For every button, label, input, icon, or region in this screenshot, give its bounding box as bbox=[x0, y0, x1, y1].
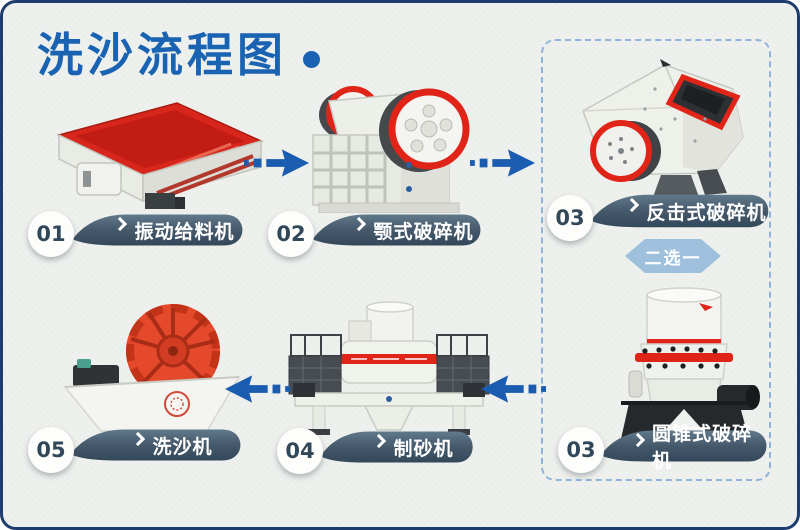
step-number-01: 01 bbox=[28, 211, 74, 257]
chevron-right-icon bbox=[630, 432, 646, 448]
chevron-right-icon bbox=[131, 431, 146, 447]
step-number-03-cone: 03 bbox=[558, 427, 604, 473]
step-number-04: 04 bbox=[277, 428, 323, 474]
step-label-vibrating-feeder: 振动给料机 bbox=[71, 210, 245, 250]
step-label-text: 制砂机 bbox=[393, 437, 454, 460]
step-label-text: 反击式破碎机 bbox=[646, 201, 767, 224]
choice-badge: 二选一 bbox=[625, 239, 721, 273]
step-label-impact-crusher: 反击式破碎机 bbox=[589, 190, 771, 232]
chevron-right-icon bbox=[352, 216, 367, 232]
step-number-03-impact: 03 bbox=[547, 195, 593, 241]
step-label-text: 洗沙机 bbox=[152, 435, 213, 458]
vibrating-feeder-illustration bbox=[25, 93, 265, 213]
step-label-text: 圆锥式破碎机 bbox=[652, 423, 753, 472]
step-number-02: 02 bbox=[268, 211, 314, 257]
chevron-right-icon bbox=[625, 197, 640, 213]
step-label-text: 振动给料机 bbox=[134, 220, 235, 243]
page-title: 洗沙流程图 bbox=[37, 19, 320, 85]
arrow-left-icon bbox=[479, 369, 547, 409]
chevron-right-icon bbox=[372, 433, 387, 449]
step-number-05: 05 bbox=[28, 427, 74, 473]
arrow-right-icon bbox=[469, 143, 537, 183]
step-label-sand-maker: 制砂机 bbox=[319, 427, 475, 467]
arrow-left-icon bbox=[223, 369, 291, 409]
page-title-text: 洗沙流程图 bbox=[37, 28, 287, 82]
choice-group-box bbox=[541, 39, 771, 481]
impact-crusher-illustration bbox=[565, 49, 767, 199]
jaw-crusher-illustration bbox=[291, 73, 481, 213]
step-label-sand-washer: 洗沙机 bbox=[69, 425, 243, 465]
choice-badge-text: 二选一 bbox=[644, 248, 702, 269]
step-label-cone-crusher: 圆锥式破碎机 bbox=[599, 423, 769, 472]
step-label-text: 颚式破碎机 bbox=[373, 220, 474, 243]
arrow-right-icon bbox=[243, 143, 311, 183]
sand-making-machine-illustration bbox=[281, 299, 496, 435]
title-dot-icon bbox=[303, 50, 320, 68]
sand-washing-machine-illustration bbox=[55, 299, 251, 435]
chevron-right-icon bbox=[113, 216, 128, 232]
step-label-jaw-crusher: 颚式破碎机 bbox=[311, 210, 483, 250]
